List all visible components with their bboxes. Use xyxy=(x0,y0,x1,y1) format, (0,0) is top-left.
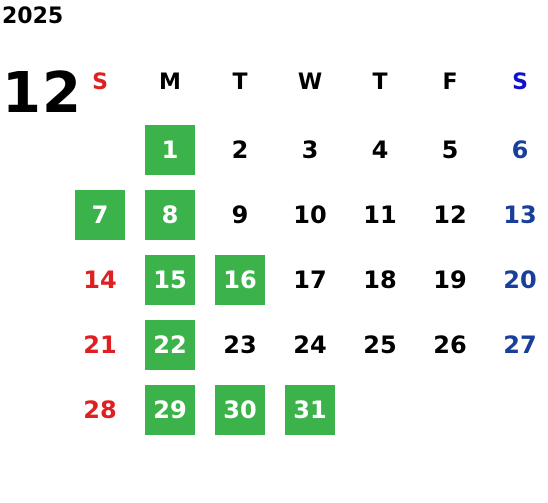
day-cell-8[interactable]: 8 xyxy=(145,190,195,240)
day-cell-17[interactable]: 17 xyxy=(293,266,327,294)
weekday-header-wed: W xyxy=(297,70,323,95)
day-cell-20[interactable]: 20 xyxy=(503,266,537,294)
day-cell-3[interactable]: 3 xyxy=(301,136,319,164)
day-cell-14[interactable]: 14 xyxy=(83,266,117,294)
day-cell-27[interactable]: 27 xyxy=(503,331,537,359)
day-cell-13[interactable]: 13 xyxy=(503,201,537,229)
year-label: 2025 xyxy=(2,4,64,29)
day-cell-1[interactable]: 1 xyxy=(145,125,195,175)
day-cell-26[interactable]: 26 xyxy=(433,331,467,359)
day-cell-10[interactable]: 10 xyxy=(293,201,327,229)
day-cell-19[interactable]: 19 xyxy=(433,266,467,294)
day-cell-12[interactable]: 12 xyxy=(433,201,467,229)
day-cell-15[interactable]: 15 xyxy=(145,255,195,305)
day-cell-22[interactable]: 22 xyxy=(145,320,195,370)
day-cell-4[interactable]: 4 xyxy=(371,136,389,164)
day-cell-7[interactable]: 7 xyxy=(75,190,125,240)
day-cell-6[interactable]: 6 xyxy=(511,136,529,164)
day-cell-11[interactable]: 11 xyxy=(363,201,397,229)
day-cell-28[interactable]: 28 xyxy=(83,396,117,424)
day-cell-5[interactable]: 5 xyxy=(441,136,459,164)
day-cell-9[interactable]: 9 xyxy=(231,201,249,229)
day-cell-25[interactable]: 25 xyxy=(363,331,397,359)
weekday-header-tue: T xyxy=(232,70,248,95)
day-cell-29[interactable]: 29 xyxy=(145,385,195,435)
day-cell-31[interactable]: 31 xyxy=(285,385,335,435)
weekday-header-fri: F xyxy=(442,70,458,95)
weekday-header-thu: T xyxy=(372,70,388,95)
day-cell-23[interactable]: 23 xyxy=(223,331,257,359)
weekday-header-mon: M xyxy=(159,70,181,95)
weekday-header-sun: S xyxy=(92,70,108,95)
day-cell-21[interactable]: 21 xyxy=(83,331,117,359)
weekday-header-sat: S xyxy=(512,70,528,95)
month-number: 12 xyxy=(2,61,82,126)
day-cell-16[interactable]: 16 xyxy=(215,255,265,305)
day-cell-2[interactable]: 2 xyxy=(231,136,249,164)
day-cell-18[interactable]: 18 xyxy=(363,266,397,294)
day-cell-30[interactable]: 30 xyxy=(215,385,265,435)
day-cell-24[interactable]: 24 xyxy=(293,331,327,359)
